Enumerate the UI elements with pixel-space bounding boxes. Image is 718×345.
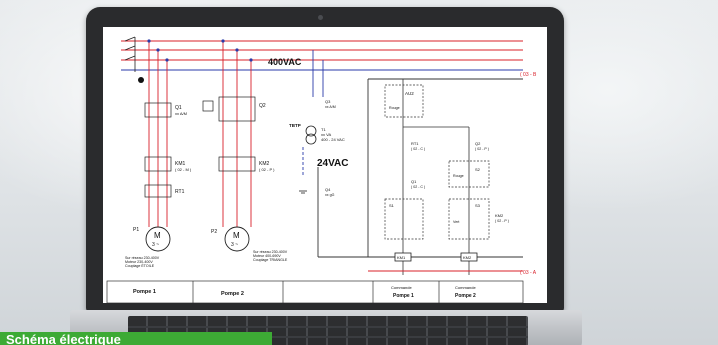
- km2-aux-label: KM2: [495, 213, 504, 218]
- pump1-motor-symbol: M: [154, 231, 161, 240]
- s3-label: S3: [475, 203, 481, 208]
- q3-rating: xx A/M: [325, 105, 336, 109]
- webcam-icon: [318, 15, 323, 20]
- au2-color: Rouge: [389, 106, 400, 110]
- pump2-contactor-ref: ( 02 - P ): [259, 167, 275, 172]
- s2-color: Rouge: [453, 174, 464, 178]
- cross-reference-bottom: ( 03 - A: [520, 270, 537, 276]
- title-col-pump2: Pompe 2: [221, 291, 244, 297]
- s3-color: Vert: [453, 220, 459, 224]
- q4-rating: xx gG: [325, 193, 335, 197]
- rt1-contact-ref: ( 02 - C ): [411, 147, 425, 151]
- q3-label: Q3: [325, 99, 331, 104]
- q2-contact-ref: ( 02 - P ): [475, 147, 489, 151]
- pump2-motor-icon: M 3 ~: [224, 226, 250, 252]
- keyboard-row-divider: [128, 326, 528, 328]
- transformer-tag: TBTP: [289, 123, 301, 128]
- km2-aux-ref: ( 02 - P ): [495, 219, 509, 223]
- title-col-control2: Pompe 2: [455, 293, 476, 299]
- pump2-spec-3: Couplage TRIANGLE: [253, 258, 288, 262]
- pump1-spec-3: Couplage ÉTOILE: [125, 263, 155, 268]
- pump1-spec-2: Moteur 230-400V: [125, 260, 153, 264]
- bus-junction-dot: [138, 77, 144, 83]
- title-col-pump1: Pompe 1: [133, 289, 156, 295]
- ground-icon: [299, 190, 307, 194]
- pump2-motor-phase: 3 ~: [231, 242, 238, 248]
- pump1-breaker-label: Q1: [175, 105, 182, 111]
- pump1-breaker-symbol: [144, 102, 172, 118]
- pump1-motor-icon: M 3 ~: [145, 226, 171, 252]
- transformer-rating-1: xx VA: [321, 132, 331, 137]
- pump2-breaker-label: Q2: [259, 103, 266, 109]
- pump2-tag: P2: [211, 229, 217, 235]
- transformer-icon: [305, 125, 317, 145]
- pump2-motor-symbol: M: [233, 231, 240, 240]
- pump2-branch: [221, 39, 253, 227]
- control-supply-lines: [302, 50, 523, 258]
- title-col-control1: Pompe 1: [393, 293, 414, 299]
- q1-contact-label: Q1: [411, 179, 417, 184]
- power-bus-lines: [121, 40, 523, 71]
- s1-label: S1: [389, 203, 395, 208]
- q2-contact-label: Q2: [475, 141, 481, 146]
- electrical-schematic: 400VAC ( 03 - B: [106, 36, 537, 303]
- main-disconnect-symbol: [124, 36, 136, 72]
- pump1-branch: [147, 39, 169, 227]
- s2-label: S2: [475, 167, 481, 172]
- km2-coil-label: KM2: [463, 255, 472, 260]
- pump2-spec-2: Moteur 400-690V: [253, 254, 281, 258]
- pump1-contactor-ref: ( 02 - M ): [175, 167, 192, 172]
- transformer-rating-2: 400 - 24 VAC: [321, 137, 345, 142]
- title-col-control1-head: Commande: [391, 285, 412, 290]
- title-block: [106, 280, 524, 303]
- rt1-contact-label: RT1: [411, 141, 419, 146]
- laptop-screen: 400VAC ( 03 - B: [103, 27, 547, 303]
- pump1-spec-1: Sur réseau 230-400V: [125, 256, 160, 260]
- title-col-control2-head: Commande: [455, 285, 476, 290]
- pump2-contactor-label: KM2: [259, 161, 270, 167]
- q4-label: Q4: [325, 187, 331, 192]
- pump2-breaker-symbol: [202, 96, 256, 122]
- q1-contact-ref: ( 02 - C ): [411, 185, 425, 189]
- pump2-spec-1: Sur réseau 230-400V: [253, 250, 288, 254]
- pump1-contactor-symbol: [144, 156, 172, 198]
- control-voltage-label: 24VAC: [317, 158, 349, 169]
- control-circuit-boxes: [384, 84, 490, 240]
- transformer-label: T1: [321, 127, 326, 132]
- pump1-contactor-label: KM1: [175, 161, 186, 167]
- laptop-lid: 400VAC ( 03 - B: [86, 7, 564, 312]
- control-branch-lines: [402, 79, 470, 275]
- pump1-relay-label: RT1: [175, 189, 185, 195]
- km1-coil-label: KM1: [397, 255, 406, 260]
- supply-voltage-label: 400VAC: [268, 57, 302, 67]
- pump1-motor-phase: 3 ~: [152, 242, 159, 248]
- coil-symbols: [394, 252, 478, 262]
- title-banner: Schéma électrique: [0, 332, 272, 345]
- pump1-breaker-rating: xx A/M: [175, 111, 187, 116]
- au2-label: AU2: [405, 91, 414, 96]
- pump2-contactor-symbol: [218, 156, 256, 172]
- keyboard-row-divider: [128, 336, 528, 338]
- cross-reference-top: ( 03 - B: [520, 72, 537, 78]
- pump1-tag: P1: [133, 227, 139, 233]
